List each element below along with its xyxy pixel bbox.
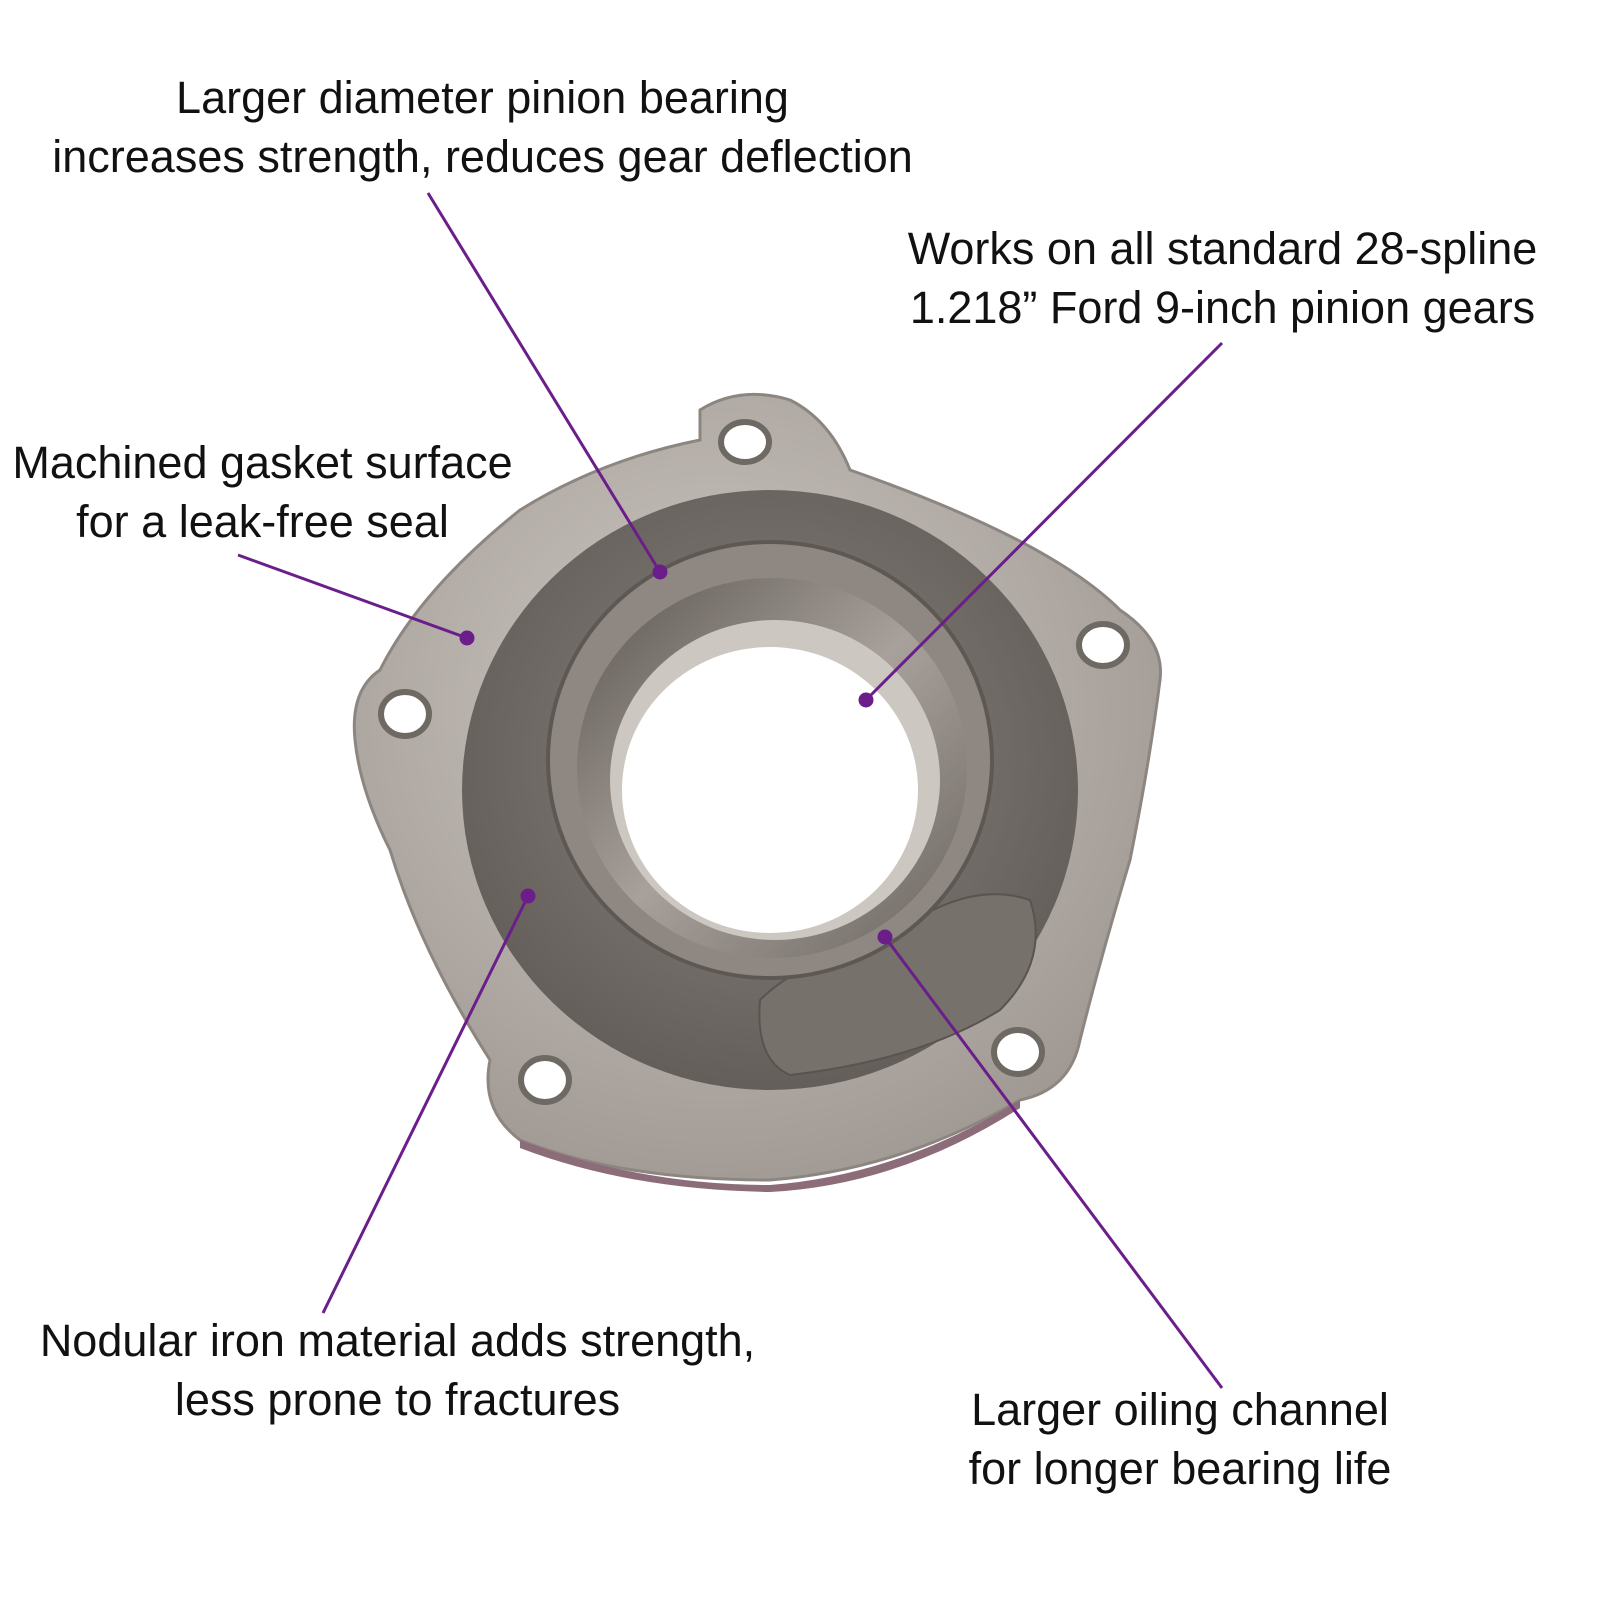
callout-oiling-channel: Larger oiling channel for longer bearing… <box>950 1380 1410 1498</box>
leader-lines <box>237 192 1224 1389</box>
leader-dot <box>858 692 874 708</box>
bearing-bore <box>546 540 994 980</box>
callout-line: Larger diameter pinion bearing <box>176 72 789 123</box>
leader-spline-fit <box>864 341 1224 702</box>
callout-line: 1.218” Ford 9-inch pinion gears <box>909 282 1536 333</box>
callout-line: for longer bearing life <box>968 1443 1392 1494</box>
callout-line: for a leak-free seal <box>76 496 449 547</box>
callout-nodular-iron: Nodular iron material adds strength, les… <box>20 1311 775 1429</box>
leader-oiling-channel <box>883 936 1224 1389</box>
callout-line: Machined gasket surface <box>12 437 513 488</box>
callout-spline-fit: Works on all standard 28-spline 1.218” F… <box>890 219 1555 337</box>
callout-line: Larger oiling channel <box>971 1384 1389 1435</box>
leader-dot <box>652 564 668 580</box>
leader-dot <box>877 929 893 945</box>
callout-line: increases strength, reduces gear deflect… <box>52 131 913 182</box>
callout-gasket-surface: Machined gasket surface for a leak-free … <box>0 433 525 551</box>
callout-line: Works on all standard 28-spline <box>907 223 1538 274</box>
leader-nodular-iron <box>321 895 530 1314</box>
leader-pinion-bearing <box>426 192 662 573</box>
callout-line: Nodular iron material adds strength, <box>39 1315 756 1366</box>
callout-pinion-bearing: Larger diameter pinion bearing increases… <box>30 68 935 186</box>
leader-dot <box>459 630 475 646</box>
callout-line: less prone to fractures <box>174 1374 621 1425</box>
bolt-holes <box>378 419 1130 1105</box>
leader-gasket-surface <box>237 553 468 640</box>
leader-dot <box>520 888 536 904</box>
